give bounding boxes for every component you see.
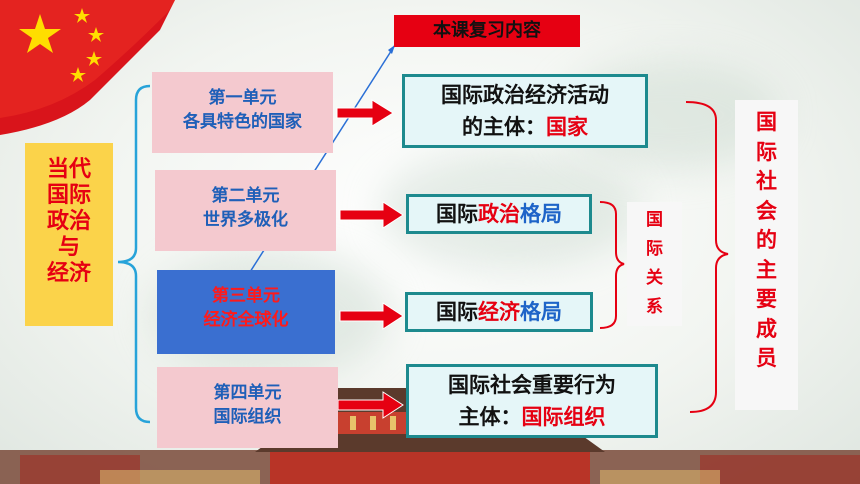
side-char: 际 <box>646 239 663 259</box>
unit-2-box: 第二单元 世界多极化 <box>155 170 336 251</box>
unit-4-box: 第四单元 国际组织 <box>157 367 338 448</box>
side-char: 际 <box>756 139 777 164</box>
unit-title: 第一单元 <box>208 88 277 108</box>
side-char: 要 <box>756 287 777 311</box>
core-line: 国际 <box>46 183 91 208</box>
arrow-4 <box>337 391 404 419</box>
result-4-box: 国际社会重要行为 主体：国际组织 <box>406 364 658 438</box>
side-char: 员 <box>756 346 777 370</box>
side-char: 主 <box>756 257 777 282</box>
side-char: 成 <box>756 316 777 341</box>
bracket-relations <box>599 201 625 329</box>
side-char: 关 <box>646 268 663 288</box>
unit-subtitle: 经济全球化 <box>203 310 289 330</box>
bracket-members <box>685 101 729 413</box>
main-members-label: 国 际 社 会 的 主 要 成 员 <box>735 100 798 410</box>
result-text: 国际 <box>436 202 478 226</box>
arrow-1 <box>336 99 394 127</box>
result-line: 国际社会重要行为 <box>448 373 616 397</box>
unit-title: 第二单元 <box>211 186 280 206</box>
core-line: 政治 <box>46 209 91 234</box>
unit-1-box: 第一单元 各具特色的国家 <box>152 72 333 153</box>
unit-subtitle: 各具特色的国家 <box>183 112 302 132</box>
result-1-box: 国际政治经济活动 的主体：国家 <box>402 74 648 148</box>
result-highlight: 政治 <box>478 202 520 226</box>
result-text: 的主体： <box>462 115 546 139</box>
side-char: 会 <box>756 198 777 223</box>
result-suffix: 格局 <box>520 202 562 226</box>
side-char: 的 <box>756 228 777 252</box>
result-highlight: 国际组织 <box>521 405 606 429</box>
result-2-box: 国际政治格局 <box>406 194 592 234</box>
core-line: 当代 <box>46 157 91 182</box>
unit-subtitle: 世界多极化 <box>203 210 288 230</box>
result-3-box: 国际经济格局 <box>405 292 593 332</box>
international-relations-label: 国 际 关 系 <box>627 202 682 326</box>
unit-subtitle: 国际组织 <box>213 407 282 427</box>
core-topic-box: 当代 国际 政治 与 经济 <box>25 143 113 326</box>
core-line: 经济 <box>46 261 91 286</box>
result-line: 的主体：国家 <box>405 111 645 143</box>
arrow-3 <box>339 302 404 330</box>
unit-title: 第四单元 <box>213 383 282 403</box>
result-line: 国际政治经济活动 <box>441 83 609 107</box>
result-highlight: 国家 <box>546 115 588 139</box>
flag-image <box>0 0 175 135</box>
side-char: 系 <box>646 297 663 317</box>
result-line: 主体：国际组织 <box>409 401 655 433</box>
core-line: 与 <box>57 235 80 260</box>
result-suffix: 格局 <box>520 300 562 324</box>
side-char: 国 <box>646 210 663 230</box>
unit-3-box: 第三单元 经济全球化 <box>157 270 335 354</box>
result-text: 国际 <box>436 300 478 324</box>
left-brace <box>117 84 151 424</box>
unit-title: 第三单元 <box>212 286 280 306</box>
result-highlight: 经济 <box>478 300 520 324</box>
side-char: 国 <box>756 110 777 134</box>
side-char: 社 <box>756 169 777 193</box>
page-title: 本课复习内容 <box>394 15 580 47</box>
result-text: 主体： <box>458 405 522 429</box>
arrow-2 <box>339 201 404 229</box>
